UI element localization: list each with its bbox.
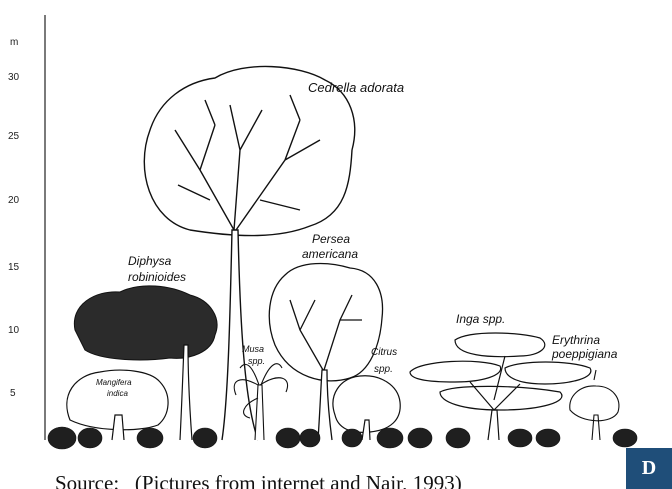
label-erythrina-line1: Erythrina: [552, 333, 600, 347]
shrub: [508, 429, 532, 447]
label-inga: Inga spp.: [456, 312, 505, 326]
label-diphysa-line2: robinioides: [128, 270, 186, 284]
inga-crown-left: [410, 361, 501, 382]
corner-badge: D: [626, 448, 672, 489]
inga-crown-bottom: [440, 386, 562, 410]
shrub: [276, 428, 300, 448]
axis-unit: m: [10, 37, 18, 48]
label-citrus-line2: spp.: [374, 364, 393, 375]
source-caption: Source: (Pictures from internet and Nair…: [55, 470, 575, 489]
shrub: [377, 428, 403, 448]
label-persea-line2: americana: [302, 247, 358, 261]
shrub: [300, 429, 320, 447]
axis-tick-5: 5: [10, 388, 16, 399]
shrub: [342, 429, 362, 447]
label-mangifera-line1: Mangifera: [96, 378, 132, 387]
label-musa-line2: spp.: [248, 356, 265, 366]
axis-tick-10: 10: [8, 325, 20, 336]
musa-stem: [255, 385, 264, 440]
cedrella-branches: [175, 95, 320, 230]
axis-tick-20: 20: [8, 195, 20, 206]
axis-tick-30: 30: [8, 72, 20, 83]
understory-shrubs: [48, 427, 637, 449]
label-cedrella: Cedrella adorata: [308, 80, 404, 95]
label-diphysa-line1: Diphysa: [128, 254, 172, 268]
shrub: [193, 428, 217, 448]
axis-tick-25: 25: [8, 131, 20, 142]
shrub: [78, 428, 102, 448]
shrub: [408, 428, 432, 448]
axis-tick-15: 15: [8, 262, 20, 273]
cedrella-trunk: [222, 230, 258, 440]
label-musa-line1: Musa: [242, 344, 264, 354]
label-persea-line1: Persea: [312, 232, 350, 246]
label-citrus-line1: Citrus: [371, 347, 397, 358]
inga-crown-right: [505, 362, 591, 384]
shrub: [613, 429, 637, 447]
diphysa-crown: [74, 286, 217, 360]
label-mangifera-line2: indica: [107, 389, 128, 398]
shrub: [48, 427, 76, 449]
shrub: [446, 428, 470, 448]
shrub: [536, 429, 560, 447]
label-erythrina-line2: poeppigiana: [551, 347, 618, 361]
inga-crown-top: [455, 333, 545, 357]
diphysa-trunk: [180, 345, 192, 440]
shrub: [137, 428, 163, 448]
